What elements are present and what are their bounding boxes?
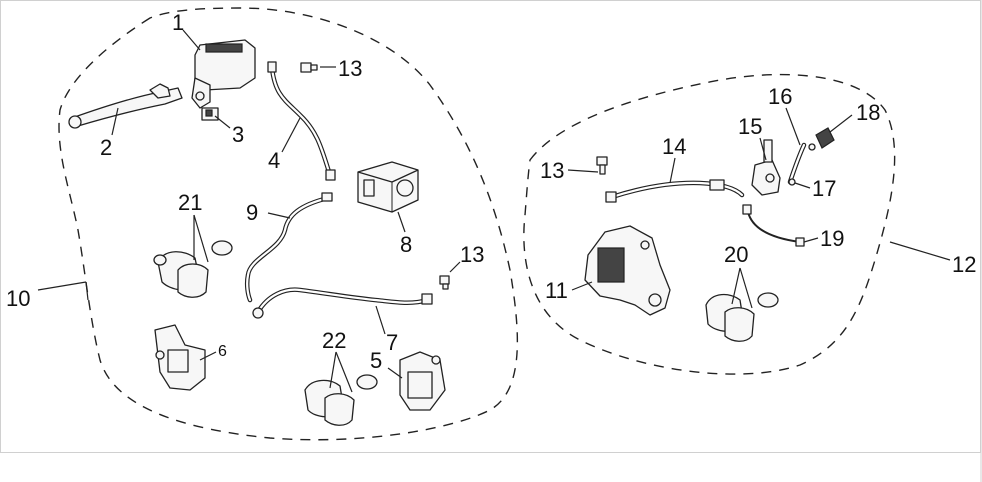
brake-hose-upper xyxy=(267,61,336,181)
callout-11: 11 xyxy=(545,278,568,303)
abs-module xyxy=(357,161,419,213)
callout-17: 17 xyxy=(812,176,836,201)
brake-light-switch xyxy=(742,204,805,247)
callout-5: 5 xyxy=(370,348,382,373)
leader-lines xyxy=(37,29,951,393)
brake-pads-22 xyxy=(304,374,378,426)
rear-brake-caliper xyxy=(584,225,671,316)
banjo-bolt-rear xyxy=(596,156,608,175)
callout-13-rear: 13 xyxy=(540,158,564,183)
callout-8: 8 xyxy=(400,232,412,257)
callout-labels: 1 2 3 4 5 6 7 8 9 10 11 12 13 13 13 14 1… xyxy=(6,10,976,373)
front-assembly-outline xyxy=(58,7,519,441)
callout-20: 20 xyxy=(724,242,748,267)
callout-13-upper: 13 xyxy=(338,56,362,81)
banjo-bolt-upper xyxy=(300,62,318,73)
callout-12: 12 xyxy=(952,252,976,277)
brake-hose-lower xyxy=(252,287,433,319)
brake-caliper-5 xyxy=(399,351,446,411)
callout-21: 21 xyxy=(178,190,202,215)
rear-master-cylinder xyxy=(751,139,781,196)
callout-3: 3 xyxy=(232,122,244,147)
banjo-bolt-middle xyxy=(439,275,450,290)
callout-9: 9 xyxy=(246,200,258,225)
callout-18: 18 xyxy=(856,100,880,125)
callout-15: 15 xyxy=(738,114,762,139)
callout-13-middle: 13 xyxy=(460,242,484,267)
callout-7: 7 xyxy=(386,330,398,355)
brake-pads-21 xyxy=(153,240,233,298)
brake-hose-middle xyxy=(244,192,333,303)
callout-22: 22 xyxy=(322,328,346,353)
callout-6: 6 xyxy=(218,343,227,360)
callout-10: 10 xyxy=(6,286,30,311)
rear-reservoir-hose xyxy=(787,142,807,185)
reservoir-cap xyxy=(808,127,835,151)
callout-14: 14 xyxy=(662,134,686,159)
rear-assembly-outline xyxy=(523,73,896,375)
callout-1: 1 xyxy=(172,10,184,35)
hose-clamp xyxy=(788,178,796,186)
brake-caliper-6 xyxy=(154,324,206,391)
rear-brake-hose xyxy=(605,179,745,203)
brake-lever xyxy=(68,83,183,129)
brake-pads-20 xyxy=(705,292,779,342)
callout-2: 2 xyxy=(100,135,112,160)
callout-16: 16 xyxy=(768,84,792,109)
callout-19: 19 xyxy=(820,226,844,251)
brake-switch xyxy=(201,107,219,121)
master-cylinder xyxy=(191,39,256,109)
callout-4: 4 xyxy=(268,148,280,173)
